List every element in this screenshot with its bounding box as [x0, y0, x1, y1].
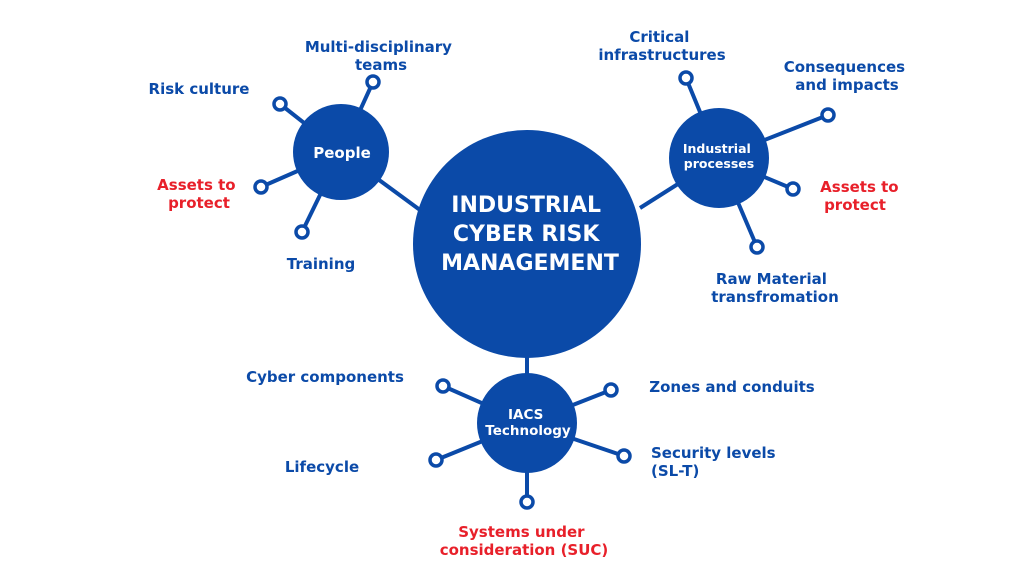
- label-lifecycle: Lifecycle: [285, 458, 359, 476]
- industrial-title: Industrial processes: [683, 141, 755, 171]
- label-consequences: Consequences and impacts: [784, 58, 911, 94]
- node-training: [294, 224, 310, 240]
- iacs-hub: [477, 373, 577, 473]
- label-cyber-components: Cyber components: [246, 368, 404, 386]
- people-title: People: [313, 144, 371, 162]
- iacs-title: IACS Technology: [485, 407, 571, 439]
- center-title: INDUSTRIAL CYBER RISK MANAGEMENT: [441, 193, 619, 276]
- label-assets-industrial: Assets to protect: [820, 178, 904, 214]
- label-multi-disciplinary: Multi-disciplinary teams: [305, 38, 457, 74]
- industrial-hub: [669, 108, 769, 208]
- node-consequences: [820, 107, 836, 123]
- node-lifecycle: [428, 452, 444, 468]
- label-raw-material: Raw Material transfromation: [711, 270, 839, 306]
- node-multi-disciplinary: [365, 74, 381, 90]
- label-risk-culture: Risk culture: [149, 80, 250, 98]
- label-zones: Zones and conduits: [649, 378, 815, 396]
- node-suc: [519, 494, 535, 510]
- node-cyber-components: [435, 378, 451, 394]
- center-hub: [413, 130, 641, 358]
- label-assets-people: Assets to protect: [157, 176, 241, 212]
- label-training: Training: [287, 255, 355, 273]
- node-security-levels: [616, 448, 632, 464]
- node-assets-people: [253, 179, 269, 195]
- label-critical: Critical infrastructures: [598, 28, 725, 64]
- node-raw-material: [749, 239, 765, 255]
- node-assets-industrial: [785, 181, 801, 197]
- node-zones: [603, 382, 619, 398]
- label-security-levels: Security levels (SL-T): [651, 444, 781, 480]
- node-critical: [678, 70, 694, 86]
- people-hub: [293, 104, 389, 200]
- label-suc: Systems under consideration (SUC): [440, 523, 609, 559]
- node-risk-culture: [272, 96, 288, 112]
